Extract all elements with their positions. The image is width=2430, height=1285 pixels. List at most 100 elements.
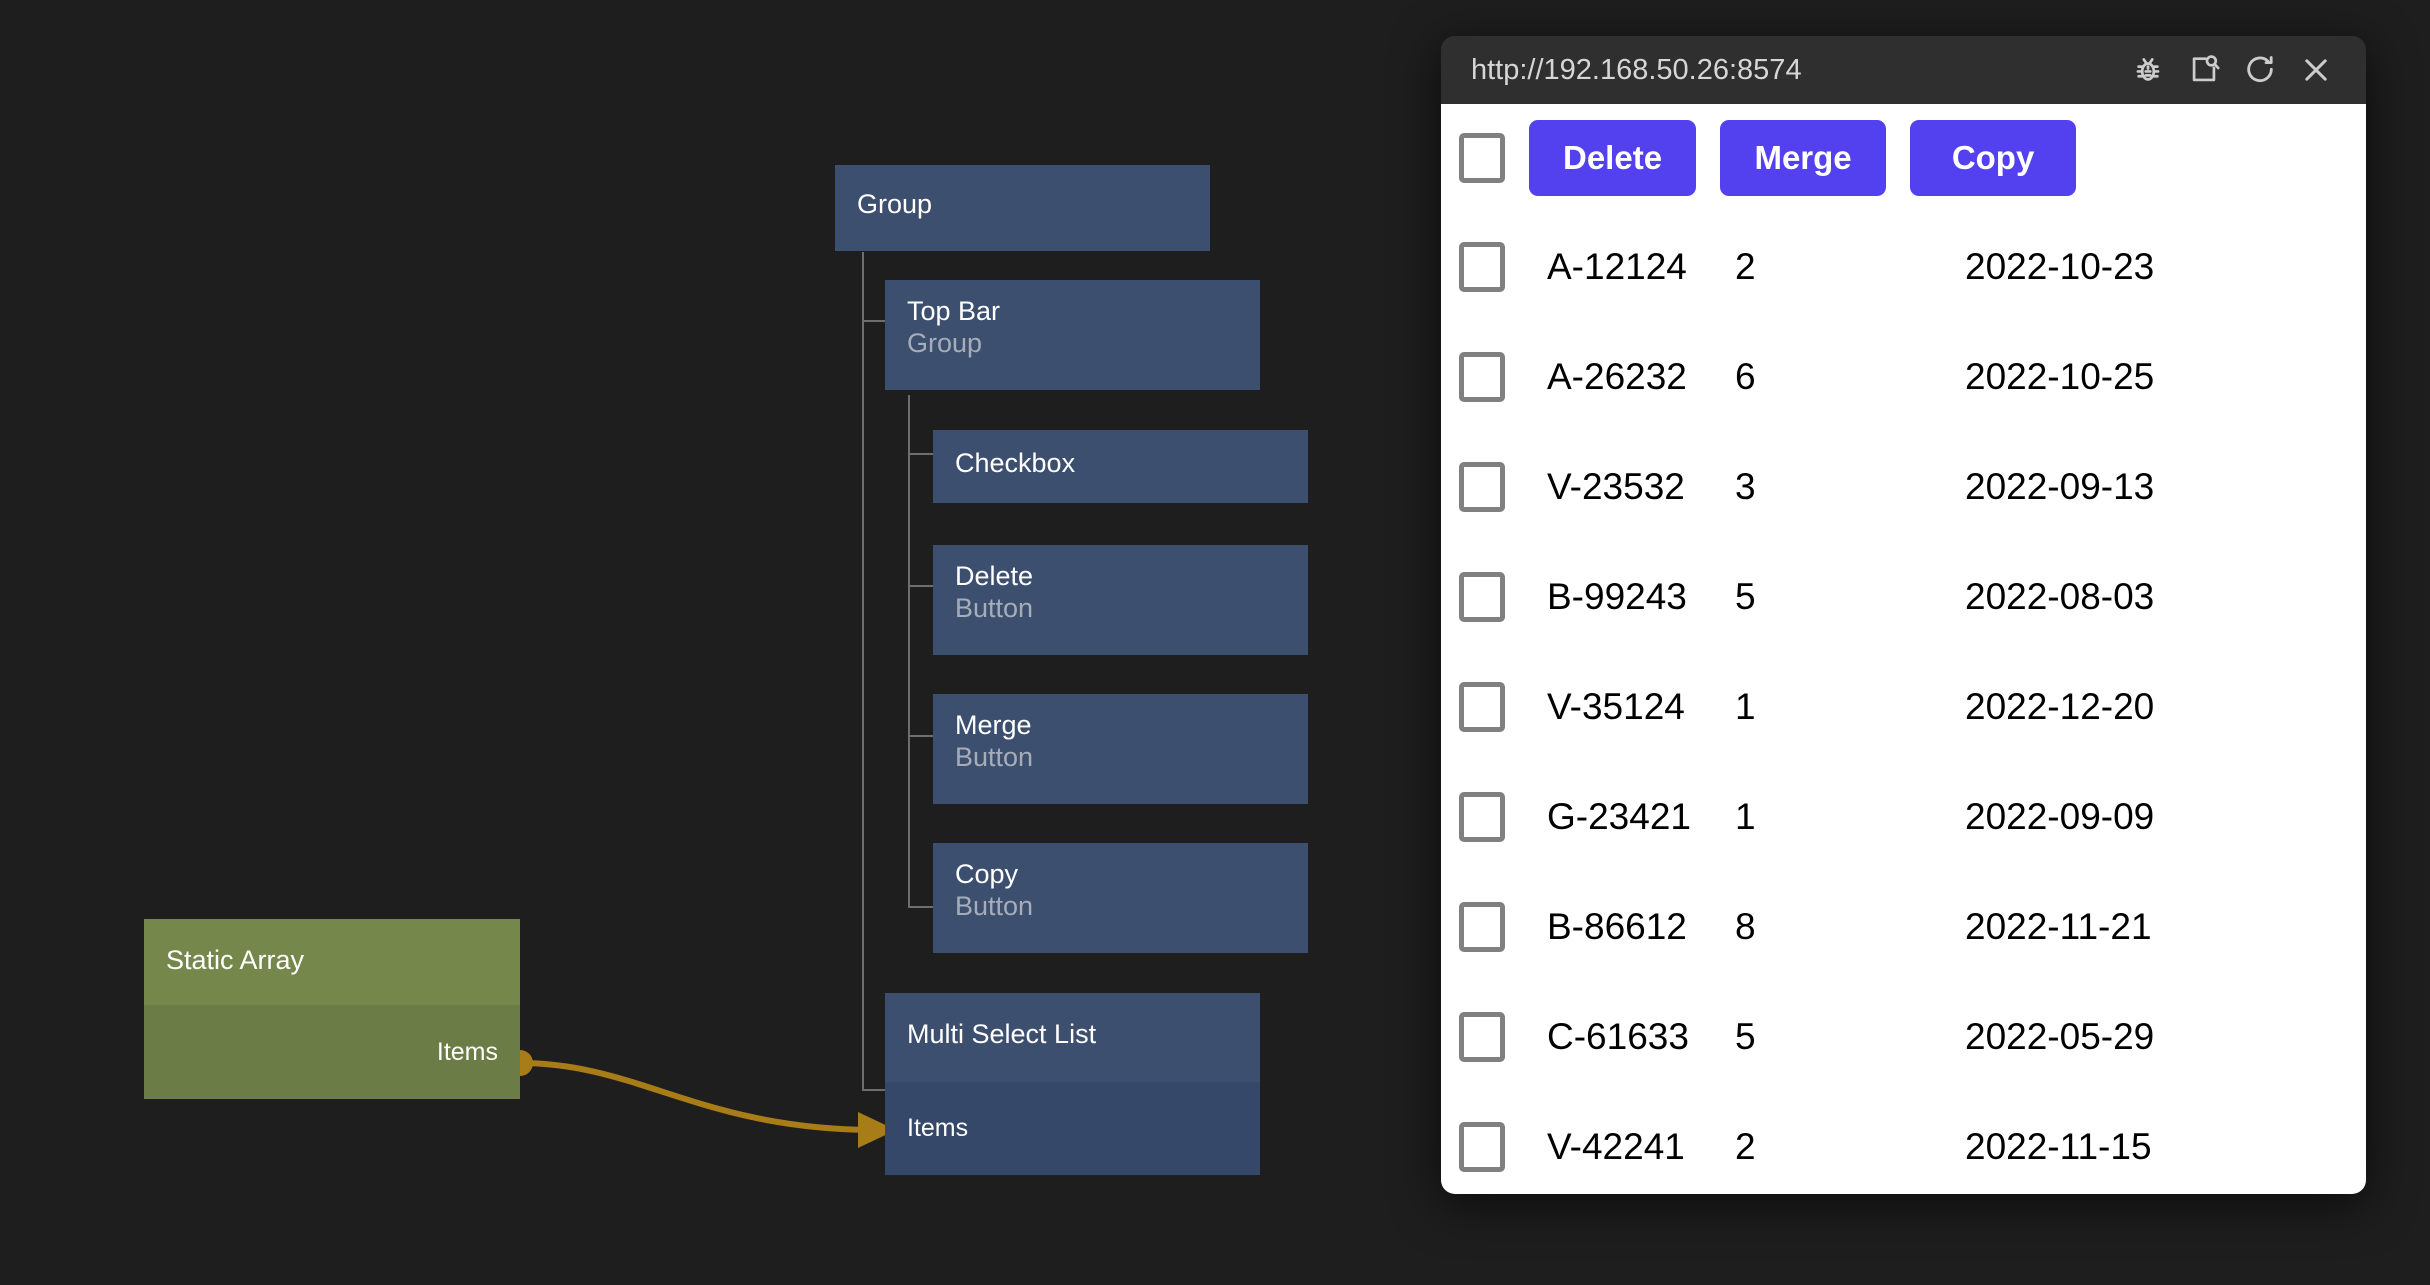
node-copy[interactable]: Copy Button bbox=[933, 843, 1308, 953]
port-label: Items bbox=[907, 1114, 969, 1142]
table-row[interactable]: B-99243 5 2022-08-03 bbox=[1441, 542, 2366, 652]
tree-spine-group bbox=[862, 252, 864, 1090]
port-label: Items bbox=[436, 1037, 498, 1066]
cell-quantity: 8 bbox=[1735, 906, 1756, 947]
input-port-items[interactable]: Items bbox=[885, 1082, 1260, 1175]
node-title: Static Array bbox=[166, 945, 305, 975]
cell-quantity: 2 bbox=[1735, 1126, 1756, 1167]
row-checkbox[interactable] bbox=[1459, 682, 1505, 732]
cell-id: V-42241 bbox=[1547, 1126, 1685, 1167]
cell-date: 2022-11-21 bbox=[1965, 906, 2152, 947]
node-static-array[interactable]: Static Array Items bbox=[144, 919, 520, 1099]
row-checkbox[interactable] bbox=[1459, 1012, 1505, 1062]
delete-button[interactable]: Delete bbox=[1529, 120, 1697, 196]
browser-title-bar[interactable]: http://192.168.50.26:8574 bbox=[1441, 36, 2366, 104]
merge-button[interactable]: Merge bbox=[1720, 120, 1887, 196]
table-row[interactable]: V-42241 2 2022-11-15 bbox=[1441, 1092, 2366, 1194]
node-top-bar-header: Top Bar Group bbox=[885, 280, 1260, 374]
table-row[interactable]: V-35124 1 2022-12-20 bbox=[1441, 652, 2366, 762]
cell-id: B-86612 bbox=[1547, 906, 1687, 947]
select-all-checkbox[interactable] bbox=[1459, 133, 1505, 183]
tree-spine-topbar bbox=[908, 395, 910, 907]
close-icon[interactable] bbox=[2288, 46, 2344, 94]
node-title: Group bbox=[857, 189, 933, 219]
node-static-array-body: Items bbox=[144, 1005, 520, 1099]
node-subtitle: Button bbox=[955, 741, 1034, 772]
cell-id: A-26232 bbox=[1547, 356, 1687, 397]
row-checkbox[interactable] bbox=[1459, 572, 1505, 622]
inspect-page-icon[interactable] bbox=[2176, 46, 2232, 94]
node-group-header: Group bbox=[835, 165, 1210, 235]
node-title: Checkbox bbox=[955, 448, 1076, 478]
copy-button[interactable]: Copy bbox=[1910, 120, 2077, 196]
cell-date: 2022-10-23 bbox=[1965, 246, 2155, 287]
node-subtitle: Button bbox=[955, 592, 1034, 623]
node-merge[interactable]: Merge Button bbox=[933, 694, 1308, 804]
wire-static-array-to-multi-select bbox=[519, 1060, 879, 1133]
table-row[interactable]: B-86612 8 2022-11-21 bbox=[1441, 872, 2366, 982]
tree-elbow-checkbox bbox=[908, 453, 936, 455]
cell-id: G-23421 bbox=[1547, 796, 1691, 837]
cell-date: 2022-11-15 bbox=[1965, 1126, 2152, 1167]
node-subtitle: Button bbox=[955, 890, 1034, 921]
tree-elbow-copy bbox=[908, 906, 936, 908]
tree-elbow-delete bbox=[908, 585, 936, 587]
node-title: Copy bbox=[955, 859, 1019, 889]
cell-id: B-99243 bbox=[1547, 576, 1687, 617]
node-title: Multi Select List bbox=[907, 1019, 1097, 1049]
row-checkbox[interactable] bbox=[1459, 1122, 1505, 1172]
node-multi-select-list[interactable]: Multi Select List Items bbox=[885, 993, 1260, 1175]
output-port-items[interactable]: Items bbox=[144, 1005, 520, 1099]
cell-date: 2022-09-13 bbox=[1965, 466, 2155, 507]
node-subtitle: Group bbox=[907, 327, 983, 358]
bug-icon[interactable] bbox=[2120, 46, 2176, 94]
cell-date: 2022-12-20 bbox=[1965, 686, 2155, 727]
tree-elbow-merge bbox=[908, 735, 936, 737]
node-multi-select-header: Multi Select List bbox=[885, 993, 1260, 1082]
cell-quantity: 5 bbox=[1735, 1016, 1756, 1057]
node-checkbox-header: Checkbox bbox=[933, 430, 1308, 494]
row-checkbox[interactable] bbox=[1459, 462, 1505, 512]
row-checkbox[interactable] bbox=[1459, 352, 1505, 402]
node-title: Delete bbox=[955, 561, 1034, 591]
cell-quantity: 1 bbox=[1735, 796, 1756, 837]
node-static-array-header: Static Array bbox=[144, 919, 520, 1005]
cell-date: 2022-09-09 bbox=[1965, 796, 2155, 837]
node-copy-header: Copy Button bbox=[933, 843, 1308, 937]
node-delete[interactable]: Delete Button bbox=[933, 545, 1308, 655]
node-multi-select-body: Items bbox=[885, 1082, 1260, 1175]
node-title: Merge bbox=[955, 710, 1032, 740]
cell-quantity: 2 bbox=[1735, 246, 1756, 287]
tree-elbow-multiselect bbox=[862, 1089, 890, 1091]
tree-elbow-topbar bbox=[862, 320, 890, 322]
cell-quantity: 6 bbox=[1735, 356, 1756, 397]
node-group[interactable]: Group bbox=[835, 165, 1210, 251]
table-row[interactable]: V-23532 3 2022-09-13 bbox=[1441, 432, 2366, 542]
table-row[interactable]: A-26232 6 2022-10-25 bbox=[1441, 322, 2366, 432]
row-checkbox[interactable] bbox=[1459, 792, 1505, 842]
node-delete-header: Delete Button bbox=[933, 545, 1308, 639]
cell-quantity: 5 bbox=[1735, 576, 1756, 617]
node-checkbox[interactable]: Checkbox bbox=[933, 430, 1308, 503]
row-checkbox[interactable] bbox=[1459, 242, 1505, 292]
cell-id: A-12124 bbox=[1547, 246, 1687, 287]
table-row[interactable]: C-61633 5 2022-05-29 bbox=[1441, 982, 2366, 1092]
page-toolbar[interactable]: Delete Merge Copy bbox=[1441, 104, 2366, 212]
node-top-bar[interactable]: Top Bar Group bbox=[885, 280, 1260, 390]
cell-date: 2022-08-03 bbox=[1965, 576, 2155, 617]
row-checkbox[interactable] bbox=[1459, 902, 1505, 952]
table-row[interactable]: G-23421 1 2022-09-09 bbox=[1441, 762, 2366, 872]
reload-icon[interactable] bbox=[2232, 46, 2288, 94]
cell-quantity: 1 bbox=[1735, 686, 1756, 727]
browser-preview-window[interactable]: http://192.168.50.26:8574 bbox=[1441, 36, 2366, 1194]
cell-id: C-61633 bbox=[1547, 1016, 1689, 1057]
table-row[interactable]: A-12124 2 2022-10-23 bbox=[1441, 212, 2366, 322]
cell-id: V-23532 bbox=[1547, 466, 1685, 507]
cell-id: V-35124 bbox=[1547, 686, 1685, 727]
node-merge-header: Merge Button bbox=[933, 694, 1308, 788]
cell-date: 2022-05-29 bbox=[1965, 1016, 2155, 1057]
cell-date: 2022-10-25 bbox=[1965, 356, 2155, 397]
cell-quantity: 3 bbox=[1735, 466, 1756, 507]
